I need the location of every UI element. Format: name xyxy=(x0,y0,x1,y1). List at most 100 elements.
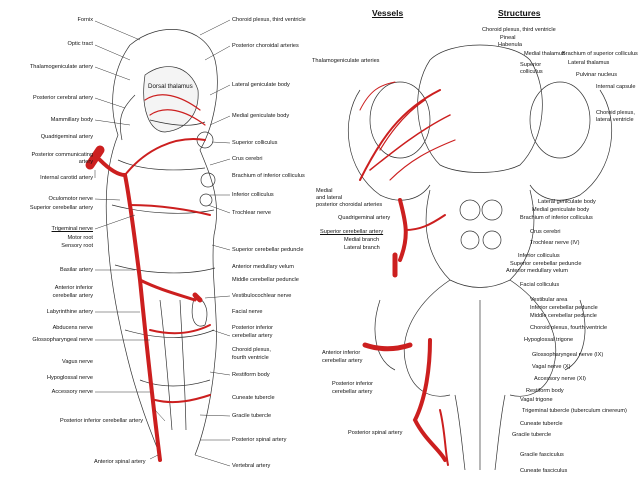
label-vertebral-artery: Vertebral artery xyxy=(232,463,271,469)
label-r-pineal: Pineal xyxy=(500,35,516,41)
label-r-habenula: Habenula xyxy=(498,42,522,48)
label-optic-tract: Optic tract xyxy=(67,41,94,47)
label-r-hypoglossal-trigone: Hypoglossal trigone xyxy=(524,337,574,343)
label-gracile-tubercle: Gracile tubercle xyxy=(232,413,272,419)
label-trochlear-nerve: Trochlear nerve xyxy=(232,210,271,216)
label-r-glossopharyngeal-nerve: Glossopharyngeal nerve (IX) xyxy=(532,352,604,358)
label-superior-cerebellar-artery-right: Superior cerebellar artery xyxy=(320,229,384,235)
label-r-gracile-tubercle: Gracile tubercle xyxy=(512,432,552,438)
label-r-crus-cerebri: Crus cerebri xyxy=(530,229,561,235)
leader-lines xyxy=(94,19,231,467)
label-r-vagal-trigone: Vagal trigone xyxy=(520,397,553,403)
label-sensory-root: Sensory root xyxy=(61,243,93,249)
label-posterior-inferior: Posterior inferior xyxy=(232,325,274,331)
left-brainstem-illustration xyxy=(105,29,218,456)
label-medial: Medial xyxy=(316,188,333,194)
label-lateral-branch: Lateral branch xyxy=(344,245,380,251)
label-motor-root: Motor root xyxy=(67,235,94,241)
right-brainstem-illustration xyxy=(348,44,612,471)
label-labyrinthine-artery: Labyrinthine artery xyxy=(46,309,93,315)
label-posterior-communicating-artery: artery xyxy=(78,159,93,165)
label-facial-nerve: Facial nerve xyxy=(232,309,263,315)
label-r-internal-capsule: Internal capsule xyxy=(596,84,636,90)
left-arteries xyxy=(85,94,211,462)
label-r-middle-cerebellar-peduncle: Middle cerebellar peduncle xyxy=(530,313,597,319)
label-r-choroid-plexus-fourth-ventricle: Choroid plexus, fourth ventricle xyxy=(530,325,608,331)
label-cuneate-tubercle: Cuneate tubercle xyxy=(232,395,275,401)
label-inferior-colliculus: Inferior colliculus xyxy=(232,192,274,198)
label-fourth-ventricle: fourth ventricle xyxy=(232,355,269,361)
label-lateral-geniculate-body: Lateral geniculate body xyxy=(232,82,290,88)
label-anterior-inferior-cerebellar-artery: cerebellar artery xyxy=(52,293,93,299)
label-medial-branch: Medial branch xyxy=(344,237,380,243)
label-r-pulvinar-nucleus: Pulvinar nucleus xyxy=(576,72,618,78)
label-glossopharyngeal-nerve: Glossopharyngeal nerve xyxy=(32,337,93,343)
label-vestibulocochlear-nerve: Vestibulocochlear nerve xyxy=(232,293,292,299)
label-posterior-choroidal-arteries: Posterior choroidal arteries xyxy=(232,43,299,49)
label-r-restiform-body: Restiform body xyxy=(526,388,564,394)
label-hypoglossal-nerve: Hypoglossal nerve xyxy=(46,375,93,381)
label-r-facial-colliculus: Facial colliculus xyxy=(520,282,560,288)
label-internal-carotid-artery: Internal carotid artery xyxy=(40,175,93,181)
label-r-superior-cerebellar-peduncle: Superior cerebellar peduncle xyxy=(510,261,582,267)
label-anterior-inferior-cerebellar-artery-right: cerebellar artery xyxy=(322,358,363,364)
label-abducens-nerve: Abducens nerve xyxy=(52,325,93,331)
label-r-lateral-geniculate-body: Lateral geniculate body xyxy=(538,199,596,205)
label-mammillary-body: Mammillary body xyxy=(50,117,93,123)
label-medial-geniculate-body: Medial geniculate body xyxy=(232,113,290,119)
label-r-cuneate-fasciculus: Cuneate fasciculus xyxy=(520,468,568,474)
label-r-medial-thalamus: Medial thalamus xyxy=(524,51,565,57)
label-r-inferior-colliculus: Inferior colliculus xyxy=(518,253,560,259)
label-r-medial-geniculate-body: Medial geniculate body xyxy=(532,207,590,213)
label-crus-cerebri: Crus cerebri xyxy=(232,156,263,162)
label-superior-colliculus: Superior colliculus xyxy=(232,140,278,146)
label-r-trigeminal-tubercle: Trigeminal tubercle (tuberculum cinereum… xyxy=(522,408,627,414)
label-r-choroid-plexus-third-ventricle: Choroid plexus, third ventricle xyxy=(482,27,556,33)
label-r-cuneate-tubercle: Cuneate tubercle xyxy=(520,421,563,427)
label-posterior-inferior-right: Posterior inferior xyxy=(332,381,374,387)
label-r-colliculus: colliculus xyxy=(520,69,543,75)
heading-vessels: Vessels xyxy=(372,8,404,18)
label-superior-cerebellar-peduncle: Superior cerebellar peduncle xyxy=(232,247,304,253)
label-posterior-spinal-artery-right: Posterior spinal artery xyxy=(348,430,403,436)
label-anterior-inferior: Anterior inferior xyxy=(54,285,93,291)
label-thalamogeniculate-arteries: Thalamogeniculate arteries xyxy=(312,58,380,64)
label-middle-cerebellar-peduncle: Middle cerebellar peduncle xyxy=(232,277,299,283)
label-r-lateral-thalamus: Lateral thalamus xyxy=(568,60,610,66)
label-r-anterior-medullary-velum: Anterior medullary velum xyxy=(506,268,568,274)
label-choroid-plexus: Choroid plexus, xyxy=(232,347,271,353)
label-vagus-nerve: Vagus nerve xyxy=(62,359,93,365)
label-posterior-communicating: Posterior communicating xyxy=(31,152,93,158)
label-trigeminal-nerve: Trigeminal nerve xyxy=(51,226,93,232)
label-r-choroid-plexus: Choroid plexus, xyxy=(596,110,635,116)
label-posterior-cerebral-artery: Posterior cerebral artery xyxy=(33,95,93,101)
label-superior-cerebellar-artery: Superior cerebellar artery xyxy=(29,205,93,211)
label-anterior-medullary-velum: Anterior medullary velum xyxy=(232,264,294,270)
label-posterior-inferior-cerebellar-artery-right2: cerebellar artery xyxy=(332,389,373,395)
label-choroid-plexus-third-ventricle: Choroid plexus, third ventricle xyxy=(232,17,306,23)
label-thalamogeniculate-artery: Thalamogeniculate artery xyxy=(29,64,93,70)
label-fornix: Fornix xyxy=(77,17,93,23)
label-anterior-inferior-right: Anterior inferior xyxy=(322,350,361,356)
label-basilar-artery: Basilar artery xyxy=(60,267,93,273)
label-r-gracile-fasciculus: Gracile fasciculus xyxy=(520,452,564,458)
label-r-accessory-nerve: Accessory nerve (XI) xyxy=(534,376,586,382)
label-accessory-nerve: Accessory nerve xyxy=(51,389,93,395)
heading-structures: Structures xyxy=(498,8,541,18)
label-posterior-inferior-cerebellar-artery: Posterior inferior cerebellar artery xyxy=(60,418,144,424)
label-anterior-spinal-artery: Anterior spinal artery xyxy=(94,459,146,465)
label-r-brachium-superior-colliculus: Brachium of superior colliculus xyxy=(562,51,638,57)
label-posterior-spinal-artery: Posterior spinal artery xyxy=(232,437,287,443)
label-oculomotor-nerve: Oculomotor nerve xyxy=(48,196,93,202)
label-brachium-inferior-colliculus: Brachium of inferior colliculus xyxy=(232,173,305,179)
label-r-brachium-inferior-colliculus: Brachium of inferior colliculus xyxy=(520,215,593,221)
label-quadrigeminal-artery: Quadrigeminal artery xyxy=(40,134,93,140)
label-r-superior: Superior xyxy=(520,62,542,68)
right-arteries xyxy=(359,81,456,466)
label-r-vagal-nerve: Vagal nerve (X) xyxy=(532,364,571,370)
label-r-inferior-cerebellar-peduncle: Inferior cerebellar peduncle xyxy=(530,305,598,311)
label-and-lateral: and lateral xyxy=(316,195,343,201)
label-posterior-choroidal-arteries-right: posterior choroidal arteries xyxy=(316,202,383,208)
label-restiform-body: Restiform body xyxy=(232,372,270,378)
